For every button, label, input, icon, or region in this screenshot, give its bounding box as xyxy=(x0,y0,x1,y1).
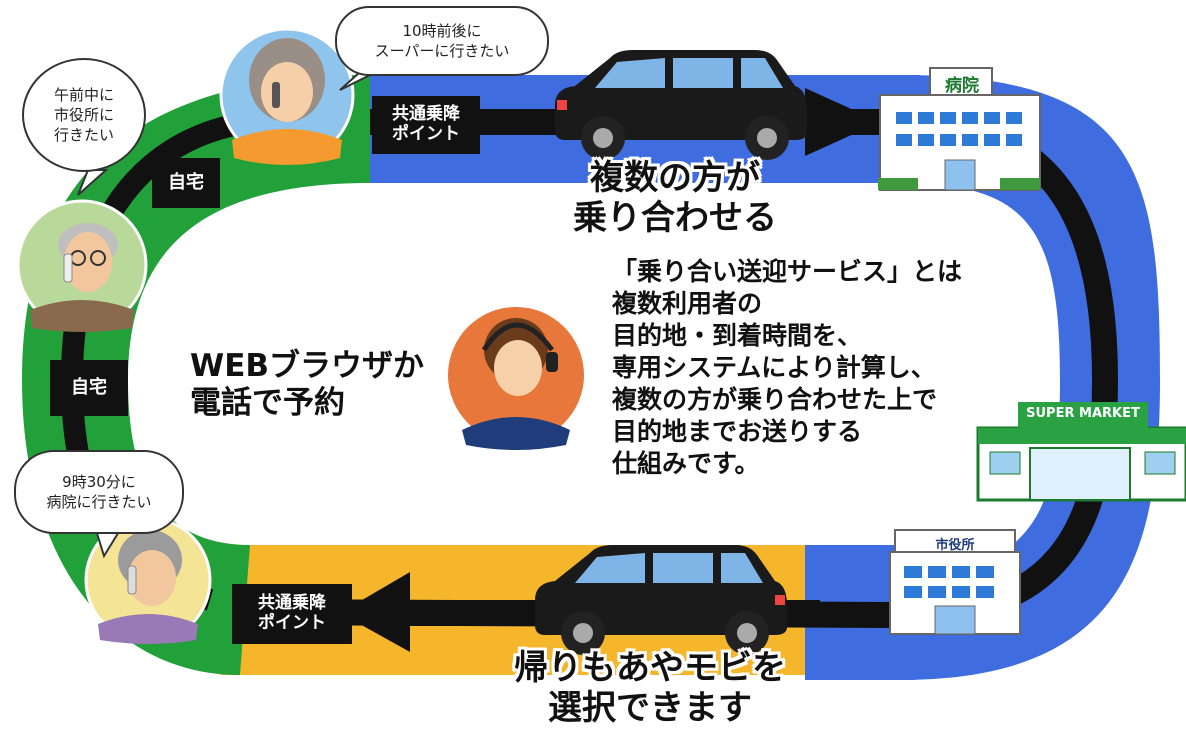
supermarket-sign: SUPER MARKET xyxy=(1026,406,1140,421)
bubble-line: スーパーに行きたい xyxy=(374,42,510,60)
caption-line: 帰りもあやモビを xyxy=(514,648,786,688)
bubble-line: 午前中に xyxy=(53,85,114,104)
supermarket-building-icon xyxy=(976,402,1186,502)
city-hall-sign: 市役所 xyxy=(935,538,975,553)
speech-bubble-supermarket: 10時前後に スーパーに行きたい xyxy=(335,6,549,76)
caption-line: WEBブラウザか xyxy=(190,348,424,384)
description-line: 複数の方が乗り合わせた上で xyxy=(612,385,938,414)
taxi-icon xyxy=(555,50,807,160)
description-line: 専用システムにより計算し、 xyxy=(612,353,936,382)
city-hall-building-icon xyxy=(889,529,1021,635)
speech-bubble-city-hall: 午前中に 市役所に 行きたい xyxy=(22,58,146,172)
taxi-icon xyxy=(535,545,787,655)
pickup-line-2: ポイント xyxy=(258,613,326,633)
pickup-point-bottom: 共通乗降 ポイント xyxy=(232,584,352,644)
bubble-line: 市役所に xyxy=(53,105,114,124)
pickup-line-2: ポイント xyxy=(392,124,460,144)
phone-user-elder-icon xyxy=(84,516,212,644)
hospital-sign: 病院 xyxy=(945,76,979,96)
description-line: 複数利用者の xyxy=(612,289,763,318)
pickup-point-top: 共通乗降 ポイント xyxy=(372,96,480,154)
caption-line: 電話で予約 xyxy=(190,384,345,421)
bubble-line: 病院に行きたい xyxy=(46,493,152,511)
caption-line: 乗り合わせる xyxy=(573,198,777,239)
description-line: 目的地・到着時間を、 xyxy=(612,321,863,350)
return-trip-caption: 帰りもあやモビを 選択できます xyxy=(480,648,820,728)
pickup-line-1: 共通乗降 xyxy=(258,593,326,614)
caption-line: 複数の方が xyxy=(590,158,760,198)
operator-icon xyxy=(448,307,584,450)
shared-ride-caption: 複数の方が 乗り合わせる xyxy=(560,158,790,238)
track-right-blue xyxy=(900,75,1160,680)
description-line: 仕組みです。 xyxy=(612,449,760,478)
home-stop-text: 自宅 xyxy=(168,171,204,193)
caption-line: 選択できます xyxy=(548,688,752,729)
home-stop-label-2: 自宅 xyxy=(50,360,128,416)
description-line: 「乗り合い送迎サービス」とは xyxy=(612,257,963,286)
phone-user-woman-icon xyxy=(219,27,355,165)
phone-user-man-icon xyxy=(16,199,148,332)
service-description: 「乗り合い送迎サービス」とは 複数利用者の 目的地・到着時間を、 専用システムに… xyxy=(612,256,962,480)
bubble-line: 9時30分に xyxy=(62,472,136,491)
hospital-building-icon xyxy=(878,67,1041,191)
home-stop-text: 自宅 xyxy=(71,376,107,398)
bubble-line: 行きたい xyxy=(53,126,114,145)
home-stop-label-1: 自宅 xyxy=(152,158,220,208)
pickup-line-1: 共通乗降 xyxy=(392,104,460,125)
bubble-line: 10時前後に xyxy=(402,21,482,40)
speech-bubble-hospital: 9時30分に 病院に行きたい xyxy=(14,450,184,534)
description-line: 目的地までお送りする xyxy=(612,417,863,446)
reservation-caption: WEBブラウザか 電話で予約 xyxy=(190,348,450,421)
